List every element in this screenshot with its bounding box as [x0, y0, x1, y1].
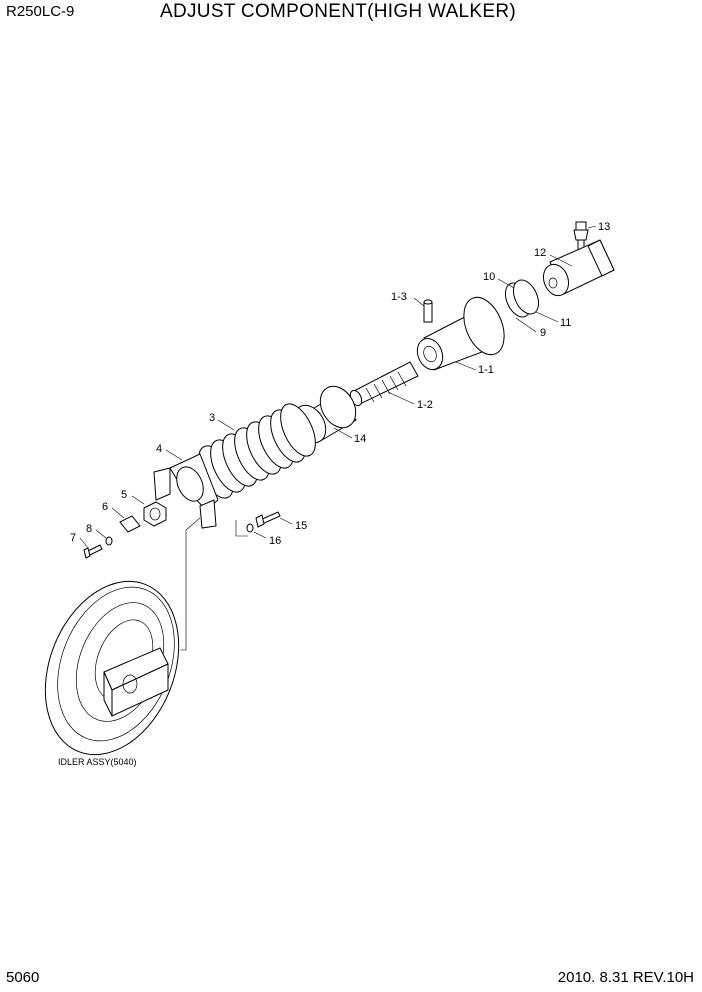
part-12-cylinder	[542, 239, 615, 297]
part-11-o-ring	[512, 279, 540, 315]
callout-3: 3	[209, 412, 215, 424]
callout-11: 11	[560, 317, 571, 329]
callout-5: 5	[121, 489, 127, 501]
callout-9: 9	[540, 327, 546, 339]
part-15-bolt	[255, 511, 281, 528]
page-title: ADJUST COMPONENT(HIGH WALKER)	[160, 1, 516, 22]
callout-10: 10	[483, 271, 495, 283]
idler-wheel	[44, 580, 180, 756]
callout-14: 14	[354, 433, 366, 445]
part-4-yoke-bracket	[153, 453, 219, 529]
callout-1-3: 1-3	[391, 291, 407, 303]
callout-16: 16	[269, 535, 281, 547]
callout-6: 6	[102, 501, 108, 513]
part-1-2-threaded-rod	[349, 361, 419, 407]
callout-12: 12	[534, 247, 546, 259]
page-number: 5060	[6, 969, 40, 986]
part-6-lock-plate	[119, 515, 141, 533]
callout-15: 15	[295, 520, 307, 532]
part-1-1-rod-head	[416, 296, 505, 371]
part-1-3-pin	[423, 299, 433, 323]
callout-7: 7	[70, 532, 76, 544]
model-code: R250LC-9	[6, 3, 75, 20]
part-16-washer	[246, 523, 254, 533]
callout-1-2: 1-2	[417, 399, 433, 411]
part-8-washer	[105, 536, 113, 546]
callout-13: 13	[598, 221, 610, 233]
revision-date: 2010. 8.31 REV.10H	[557, 969, 694, 986]
part-7-bolt	[83, 544, 103, 559]
leader-lines	[79, 225, 597, 549]
callout-8: 8	[86, 523, 92, 535]
part-3-spring	[198, 403, 316, 499]
part-13-grease-nipple	[573, 221, 589, 253]
part-5-nut	[143, 501, 167, 527]
callout-4: 4	[156, 443, 162, 455]
idler-assy-label: IDLER ASSY(5040)	[58, 757, 137, 767]
callout-1-1: 1-1	[478, 364, 494, 376]
